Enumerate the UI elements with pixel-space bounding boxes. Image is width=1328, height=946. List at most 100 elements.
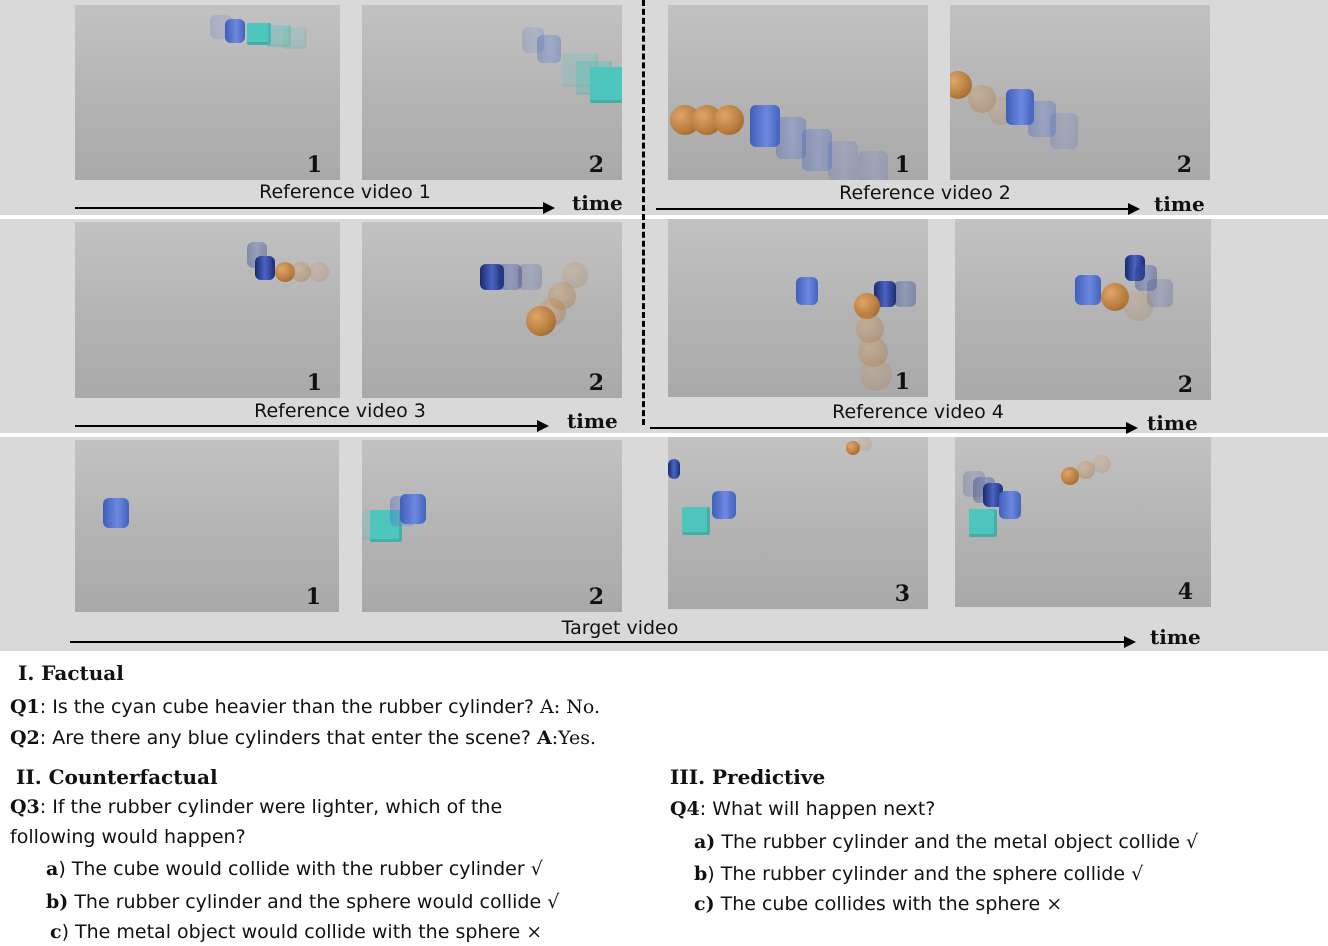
ref3-frame-2: 2 bbox=[362, 222, 622, 398]
counterfactual-option-b: b) The rubber cylinder and the sphere wo… bbox=[46, 891, 559, 913]
cyan-cube bbox=[370, 510, 402, 542]
question-q4: Q4: What will happen next? bbox=[670, 798, 935, 820]
counterfactual-title: II. Counterfactual bbox=[16, 765, 218, 789]
sphere bbox=[275, 262, 295, 282]
reference-video-2-label: Reference video 2 bbox=[839, 182, 1011, 204]
frame-number: 4 bbox=[1177, 579, 1193, 605]
option-text: ) The cube would collide with the rubber… bbox=[58, 858, 531, 880]
answer: A: No. bbox=[540, 696, 600, 718]
frame-number: 1 bbox=[894, 152, 910, 178]
sphere bbox=[846, 441, 860, 455]
target-frame-4: 4 bbox=[955, 437, 1211, 607]
question-key: Q2 bbox=[10, 727, 40, 749]
question-q2: Q2: Are there any blue cylinders that en… bbox=[10, 727, 596, 749]
sphere bbox=[1061, 467, 1079, 485]
counterfactual-option-c: c) The metal object would collide with t… bbox=[50, 921, 542, 943]
metal-cylinder bbox=[983, 483, 1003, 507]
metal-cylinder bbox=[668, 459, 680, 479]
blue-cylinder bbox=[400, 494, 426, 524]
cyan-cube bbox=[682, 507, 710, 535]
option-text: ) The metal object would collide with th… bbox=[61, 921, 527, 943]
frame-number: 2 bbox=[1177, 372, 1193, 398]
predictive-option-a: a) The rubber cylinder and the metal obj… bbox=[694, 831, 1198, 853]
ref1-frame-2: 2 bbox=[362, 5, 622, 180]
frame-number: 2 bbox=[1176, 152, 1192, 178]
option-text: ) The rubber cylinder and the sphere col… bbox=[707, 863, 1132, 885]
time-label: time bbox=[572, 191, 623, 215]
option-key: b bbox=[694, 863, 708, 885]
cyan-cube bbox=[247, 23, 271, 45]
time-label: time bbox=[1147, 411, 1198, 435]
divider-dashed-line bbox=[642, 0, 645, 425]
timeline-arrow bbox=[75, 420, 549, 432]
checkmark: √ bbox=[1131, 863, 1144, 885]
predictive-option-b: b) The rubber cylinder and the sphere co… bbox=[694, 863, 1143, 885]
option-text: The rubber cylinder and the metal object… bbox=[715, 831, 1187, 853]
target-frame-3: 3 bbox=[668, 437, 928, 609]
question-key: Q1 bbox=[10, 696, 40, 718]
blue-cylinder bbox=[1075, 275, 1101, 305]
answer-key: A bbox=[536, 727, 552, 749]
question-q1: Q1: Is the cyan cube heavier than the ru… bbox=[10, 696, 600, 718]
predictive-title: III. Predictive bbox=[670, 765, 826, 789]
metal-cylinder bbox=[1125, 255, 1145, 281]
ref2-frame-2: 2 bbox=[950, 5, 1210, 180]
question-text: : If the rubber cylinder were lighter, w… bbox=[39, 796, 503, 818]
sphere bbox=[714, 105, 744, 135]
option-key: a bbox=[46, 858, 59, 880]
frame-number: 2 bbox=[588, 584, 604, 610]
frame-number: 1 bbox=[306, 370, 322, 396]
reference-video-1-label: Reference video 1 bbox=[259, 181, 431, 203]
timeline-arrow bbox=[656, 203, 1140, 215]
ref2-frame-1: 1 bbox=[668, 5, 928, 180]
frame-number: 2 bbox=[588, 370, 604, 396]
metal-cylinder bbox=[480, 264, 504, 290]
checkmark: √ bbox=[547, 891, 560, 913]
cross-mark: × bbox=[1046, 893, 1063, 915]
frame-number: 1 bbox=[306, 152, 322, 178]
frame-number: 1 bbox=[894, 369, 910, 395]
question-key: Q3 bbox=[10, 796, 40, 818]
blue-cylinder bbox=[750, 105, 780, 147]
metal-cylinder bbox=[255, 256, 275, 280]
question-text: : Is the cyan cube heavier than the rubb… bbox=[39, 696, 541, 718]
sphere bbox=[854, 293, 880, 319]
cyan-cube bbox=[969, 509, 997, 537]
ref1-frame-1: 1 bbox=[75, 5, 340, 180]
option-key: c) bbox=[694, 893, 715, 915]
checkmark: √ bbox=[530, 858, 543, 880]
time-label: time bbox=[567, 409, 618, 433]
blue-cylinder bbox=[712, 491, 736, 519]
option-key: a) bbox=[694, 831, 716, 853]
target-video-label: Target video bbox=[561, 617, 679, 639]
question-text: : Are there any blue cylinders that ente… bbox=[39, 727, 537, 749]
metal-cylinder bbox=[874, 281, 896, 307]
checkmark: √ bbox=[1186, 831, 1199, 853]
time-label: time bbox=[1150, 625, 1201, 649]
timeline-arrow bbox=[70, 636, 1136, 648]
blue-cylinder bbox=[103, 498, 129, 528]
answer: :Yes. bbox=[551, 727, 597, 749]
timeline-arrow bbox=[650, 422, 1138, 434]
cyan-cube bbox=[590, 67, 622, 103]
counterfactual-option-a: a) The cube would collide with the rubbe… bbox=[46, 858, 543, 880]
target-frame-1: 1 bbox=[75, 440, 339, 612]
option-text: The rubber cylinder and the sphere would… bbox=[68, 891, 548, 913]
blue-cylinder bbox=[225, 19, 245, 43]
question-q3-line2: following would happen? bbox=[10, 826, 246, 848]
frame-number: 3 bbox=[894, 581, 910, 607]
blue-cylinder bbox=[796, 277, 818, 305]
ref4-frame-1: 1 bbox=[668, 219, 928, 397]
factual-title: I. Factual bbox=[18, 661, 124, 685]
option-key: b) bbox=[46, 891, 69, 913]
time-label: time bbox=[1154, 192, 1205, 216]
sphere bbox=[1101, 283, 1129, 311]
frame-number: 2 bbox=[588, 152, 604, 178]
ref4-frame-2: 2 bbox=[955, 219, 1211, 400]
predictive-option-c: c) The cube collides with the sphere × bbox=[694, 893, 1062, 915]
timeline-arrow bbox=[75, 202, 555, 214]
option-text: The cube collides with the sphere bbox=[714, 893, 1047, 915]
sphere bbox=[526, 306, 556, 336]
frame-number: 1 bbox=[305, 584, 321, 610]
ref3-frame-1: 1 bbox=[75, 222, 340, 398]
